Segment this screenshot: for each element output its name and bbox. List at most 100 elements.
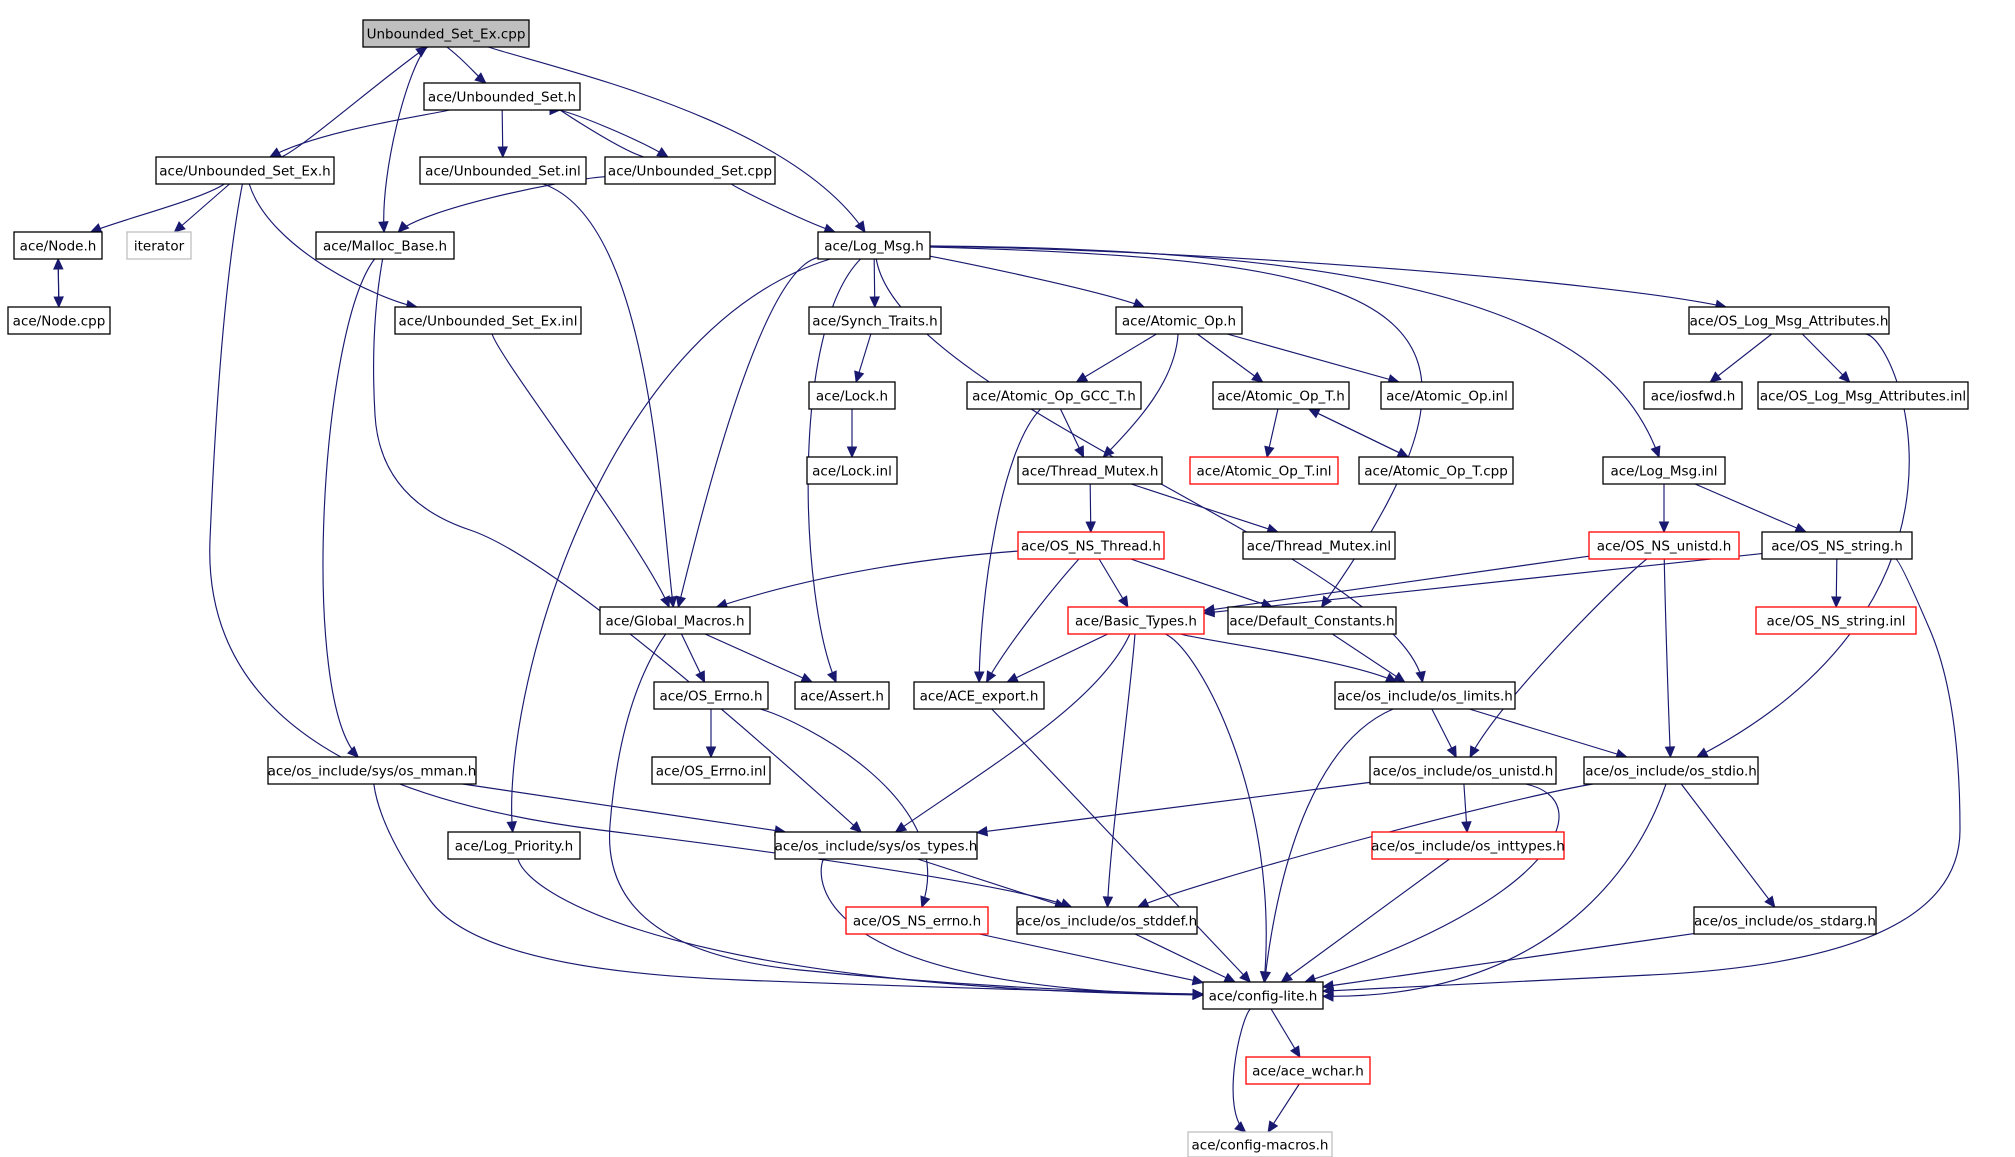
node-box: [126, 231, 192, 260]
edge-atomic_op_t_h-to-atomic_op_t_inl-arrowhead: [1264, 445, 1275, 459]
edge-atomic_op_h-to-atomic_op_gcc_t_h: [1076, 333, 1157, 383]
edge-malloc_base_h-to-os_types_h: [373, 258, 862, 833]
node-box: [315, 231, 455, 260]
node-node-cpp[interactable]: ace/Node.cpp: [7, 306, 111, 335]
node-label: ace/Default_Constants.h: [1229, 614, 1394, 630]
edge-os_ns_unistd_h-to-os_unistd_h: [1469, 558, 1648, 758]
node-box: [1017, 531, 1165, 560]
node-os-log-msg-attributes-h[interactable]: ace/OS_Log_Msg_Attributes.h: [1688, 306, 1890, 335]
node-assert-h[interactable]: ace/Assert.h: [794, 681, 890, 710]
node-basic-types-h[interactable]: ace/Basic_Types.h: [1067, 606, 1205, 635]
node-log-priority-h[interactable]: ace/Log_Priority.h: [447, 831, 581, 860]
node-label: ace/os_include/os_stdio.h: [1585, 764, 1757, 780]
node-ace-export-h[interactable]: ace/ACE_export.h: [913, 681, 1045, 710]
node-atomic-op-t-cpp[interactable]: ace/Atomic_Op_T.cpp: [1358, 456, 1514, 485]
node-config-lite-h[interactable]: ace/config-lite.h: [1202, 981, 1324, 1010]
node-label: ace/OS_Errno.h: [659, 689, 762, 705]
edge-config_lite_h-to-config_macros_h: [1232, 1008, 1251, 1133]
node-lock-inl[interactable]: ace/Lock.inl: [806, 456, 898, 485]
node-label: ace/os_include/os_inttypes.h: [1371, 839, 1565, 855]
node-label: ace/Log_Msg.inl: [1610, 464, 1717, 480]
node-box: [7, 306, 111, 335]
node-unbounded-set-inl[interactable]: ace/Unbounded_Set.inl: [419, 156, 587, 185]
node-box: [1588, 531, 1740, 560]
node-box: [794, 681, 890, 710]
node-unbounded-set-ex-h[interactable]: ace/Unbounded_Set_Ex.h: [155, 156, 335, 185]
node-box: [1602, 456, 1726, 485]
node-box: [651, 756, 771, 785]
node-root[interactable]: Unbounded_Set_Ex.cpp: [362, 19, 530, 48]
edge-os_ns_string_h-to-config_lite_h: [1322, 558, 1961, 992]
edge-os_ns_unistd_h-to-os_stdio_h: [1663, 558, 1672, 758]
node-unbounded-set-ex-inl[interactable]: ace/Unbounded_Set_Ex.inl: [394, 306, 582, 335]
node-lock-h[interactable]: ace/Lock.h: [808, 381, 896, 410]
edge-log_msg_h-to-global_macros_h: [677, 256, 819, 608]
edge-unbounded_set_h-to-unbounded_set_cpp: [558, 109, 669, 158]
node-os-errno-h[interactable]: ace/OS_Errno.h: [653, 681, 769, 710]
edge-unbounded_set_ex_h-to-root: [281, 46, 428, 158]
node-os-stdio-h[interactable]: ace/os_include/os_stdio.h: [1583, 756, 1759, 785]
node-log-msg-h[interactable]: ace/Log_Msg.h: [817, 231, 931, 260]
node-os-ns-thread-h[interactable]: ace/OS_NS_Thread.h: [1017, 531, 1165, 560]
node-os-ns-errno-h[interactable]: ace/OS_NS_errno.h: [845, 906, 989, 935]
node-label: ace/ace_wchar.h: [1252, 1064, 1364, 1080]
node-node-h[interactable]: ace/Node.h: [13, 231, 103, 260]
edge-global_macros_h-to-os_errno_h-arrowhead: [695, 670, 706, 684]
edge-unbounded_set_ex_h-to-node_h: [90, 183, 225, 233]
node-box: [1380, 381, 1514, 410]
node-unbounded-set-cpp[interactable]: ace/Unbounded_Set.cpp: [604, 156, 776, 185]
edge-root-to-malloc_base_h-arrowhead: [378, 221, 389, 234]
edge-os_types_h-to-os_stddef_h: [917, 858, 1066, 908]
node-atomic-op-t-h[interactable]: ace/Atomic_Op_T.h: [1212, 381, 1350, 410]
node-box: [1212, 381, 1350, 410]
edge-log_msg_h-to-log_priority_h: [511, 258, 831, 833]
node-thread-mutex-inl[interactable]: ace/Thread_Mutex.inl: [1242, 531, 1396, 560]
node-os-mman-h[interactable]: ace/os_include/sys/os_mman.h: [267, 756, 477, 785]
node-label: ace/OS_Errno.inl: [656, 764, 767, 780]
node-default-constants-h[interactable]: ace/Default_Constants.h: [1227, 606, 1397, 635]
edge-basic_types_h-to-ace_export_h-arrowhead: [1006, 672, 1020, 683]
edge-os_stddef_h-to-config_lite_h: [1134, 933, 1236, 983]
node-unbounded-set-h[interactable]: ace/Unbounded_Set.h: [423, 82, 581, 111]
node-malloc-base-h[interactable]: ace/Malloc_Base.h: [315, 231, 455, 260]
edge-os_unistd_h-to-os_types_h: [976, 781, 1371, 834]
nodes-layer: Unbounded_Set_Ex.cpp ace/Unbounded_Set.ha…: [7, 19, 1969, 1157]
edge-atomic_op_h-to-thread_mutex_h: [1102, 333, 1179, 458]
node-atomic-op-gcc-t-h[interactable]: ace/Atomic_Op_GCC_T.h: [966, 381, 1142, 410]
node-os-ns-string-inl[interactable]: ace/OS_NS_string.inl: [1755, 606, 1917, 635]
node-label: ace/os_include/sys/os_mman.h: [268, 764, 477, 780]
node-thread-mutex-h[interactable]: ace/Thread_Mutex.h: [1017, 456, 1163, 485]
node-ace-wchar-h[interactable]: ace/ace_wchar.h: [1245, 1056, 1371, 1085]
node-atomic-op-inl[interactable]: ace/Atomic_Op.inl: [1380, 381, 1514, 410]
node-os-limits-h[interactable]: ace/os_include/os_limits.h: [1334, 681, 1516, 710]
node-label: ace/Basic_Types.h: [1075, 614, 1197, 630]
node-box: [1202, 981, 1324, 1010]
node-config-macros-h: ace/config-macros.h: [1187, 1131, 1333, 1157]
node-synch-traits-h[interactable]: ace/Synch_Traits.h: [808, 306, 942, 335]
node-box: [599, 606, 751, 635]
edge-atomic_op_h-to-atomic_op_gcc_t_h-arrowhead: [1075, 372, 1089, 383]
node-os-ns-string-h[interactable]: ace/OS_NS_string.h: [1761, 531, 1913, 560]
edge-os_log_msg_attributes_h-to-iosfwd_h-arrowhead: [1709, 371, 1722, 383]
node-os-stddef-h[interactable]: ace/os_include/os_stddef.h: [1016, 906, 1198, 935]
node-label: ace/Unbounded_Set_Ex.h: [159, 164, 330, 180]
edge-unbounded_set_inl-to-global_macros_h: [542, 183, 674, 608]
node-os-errno-inl[interactable]: ace/OS_Errno.inl: [651, 756, 771, 785]
edge-unbounded_set_cpp-to-log_msg_h: [730, 183, 836, 233]
edge-atomic_op_h-to-atomic_op_inl: [1227, 333, 1399, 383]
node-box: [1189, 456, 1339, 485]
node-label: ace/OS_NS_errno.h: [853, 914, 981, 930]
node-atomic-op-t-inl[interactable]: ace/Atomic_Op_T.inl: [1189, 456, 1339, 485]
node-atomic-op-h[interactable]: ace/Atomic_Op.h: [1115, 306, 1243, 335]
node-os-unistd-h[interactable]: ace/os_include/os_unistd.h: [1369, 756, 1557, 785]
node-os-types-h[interactable]: ace/os_include/sys/os_types.h: [774, 831, 978, 860]
node-global-macros-h[interactable]: ace/Global_Macros.h: [599, 606, 751, 635]
node-os-inttypes-h[interactable]: ace/os_include/os_inttypes.h: [1371, 831, 1565, 860]
node-os-ns-unistd-h[interactable]: ace/OS_NS_unistd.h: [1588, 531, 1740, 560]
node-iosfwd-h[interactable]: ace/iosfwd.h: [1643, 381, 1743, 410]
edge-log_msg_h-to-synch_traits_h-arrowhead: [869, 296, 880, 309]
node-os-log-msg-attributes-inl[interactable]: ace/OS_Log_Msg_Attributes.inl: [1757, 381, 1969, 410]
node-os-stdarg-h[interactable]: ace/os_include/os_stdarg.h: [1693, 906, 1877, 935]
node-log-msg-inl[interactable]: ace/Log_Msg.inl: [1602, 456, 1726, 485]
edge-os_ns_thread_h-to-ace_export_h: [986, 558, 1080, 683]
